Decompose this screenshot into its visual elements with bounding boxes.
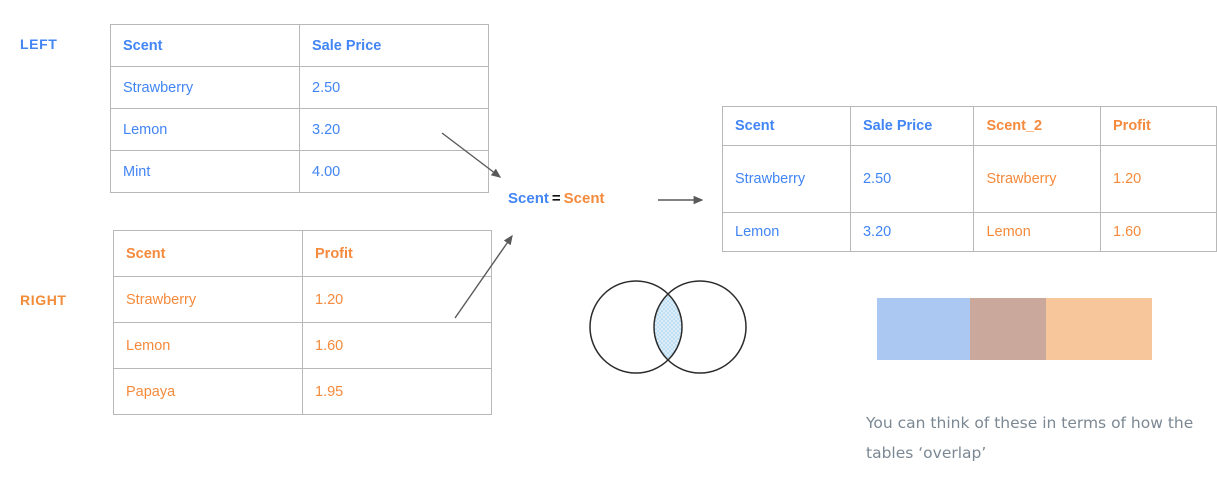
table-row: Mint 4.00 [110,150,489,193]
table-row: Papaya 1.95 [113,368,492,415]
table-header-row: Scent Sale Price [110,24,489,67]
cell-scent: Mint [110,150,300,193]
overlap-bar-segment-right [1045,298,1152,360]
column-header-scent: Scent [722,106,851,146]
cell-scent: Lemon [113,322,303,369]
overlap-caption: You can think of these in terms of how t… [866,414,1194,462]
cell-scent: Strawberry [722,145,851,213]
join-condition: Scent=Scent [508,190,604,207]
right-table-label: RIGHT [20,292,67,308]
overlap-bar [877,298,1152,360]
cell-sale-price: 2.50 [299,66,489,109]
cell-scent: Strawberry [110,66,300,109]
join-key-left: Scent [508,190,549,207]
overlap-bar-segment-overlap [969,298,1046,360]
column-header-profit: Profit [1100,106,1217,146]
overlap-bar-segment-left [877,298,970,360]
table-row: Strawberry 2.50 [110,66,489,109]
left-table-label: LEFT [20,36,58,52]
cell-sale-price: 2.50 [849,145,975,213]
column-header-scent: Scent [113,230,303,277]
cell-scent: Strawberry [113,276,303,323]
cell-scent: Lemon [110,108,300,151]
table-row: Lemon 1.60 [113,322,492,369]
cell-profit: 1.60 [302,322,492,369]
column-header-sale-price: Sale Price [849,106,975,146]
column-header-scent: Scent [110,24,300,67]
left-table: Scent Sale Price Strawberry 2.50 Lemon 3… [110,24,489,193]
column-header-sale-price: Sale Price [299,24,489,67]
join-operator: = [551,190,561,207]
cell-scent: Lemon [722,212,851,252]
venn-diagram-icon [589,280,747,374]
venn-circle-right [653,280,747,374]
cell-profit: 1.20 [1100,145,1217,213]
arrow-condition-to-result [658,195,704,205]
column-header-scent-2: Scent_2 [973,106,1101,146]
cell-scent-2: Strawberry [973,145,1101,213]
cell-scent: Papaya [113,368,303,415]
table-header-row: Scent Profit [113,230,492,277]
table-row: Strawberry 1.20 [113,276,492,323]
cell-sale-price: 3.20 [849,212,975,252]
table-row: Strawberry 2.50 Strawberry 1.20 [722,145,1217,213]
cell-profit: 1.95 [302,368,492,415]
right-table: Scent Profit Strawberry 1.20 Lemon 1.60 … [113,230,492,415]
table-row: Lemon 3.20 [110,108,489,151]
cell-sale-price: 4.00 [299,150,489,193]
table-header-row: Scent Sale Price Scent_2 Profit [722,106,1217,146]
cell-scent-2: Lemon [973,212,1101,252]
join-key-right: Scent [563,190,605,207]
arrow-right-table-to-condition [454,234,513,319]
cell-profit: 1.60 [1100,212,1217,252]
table-row: Lemon 3.20 Lemon 1.60 [722,212,1217,252]
result-table: Scent Sale Price Scent_2 Profit Strawber… [722,106,1217,252]
arrow-left-table-to-condition [441,132,502,178]
venn-circle-left [589,280,683,374]
cell-profit: 1.20 [302,276,492,323]
